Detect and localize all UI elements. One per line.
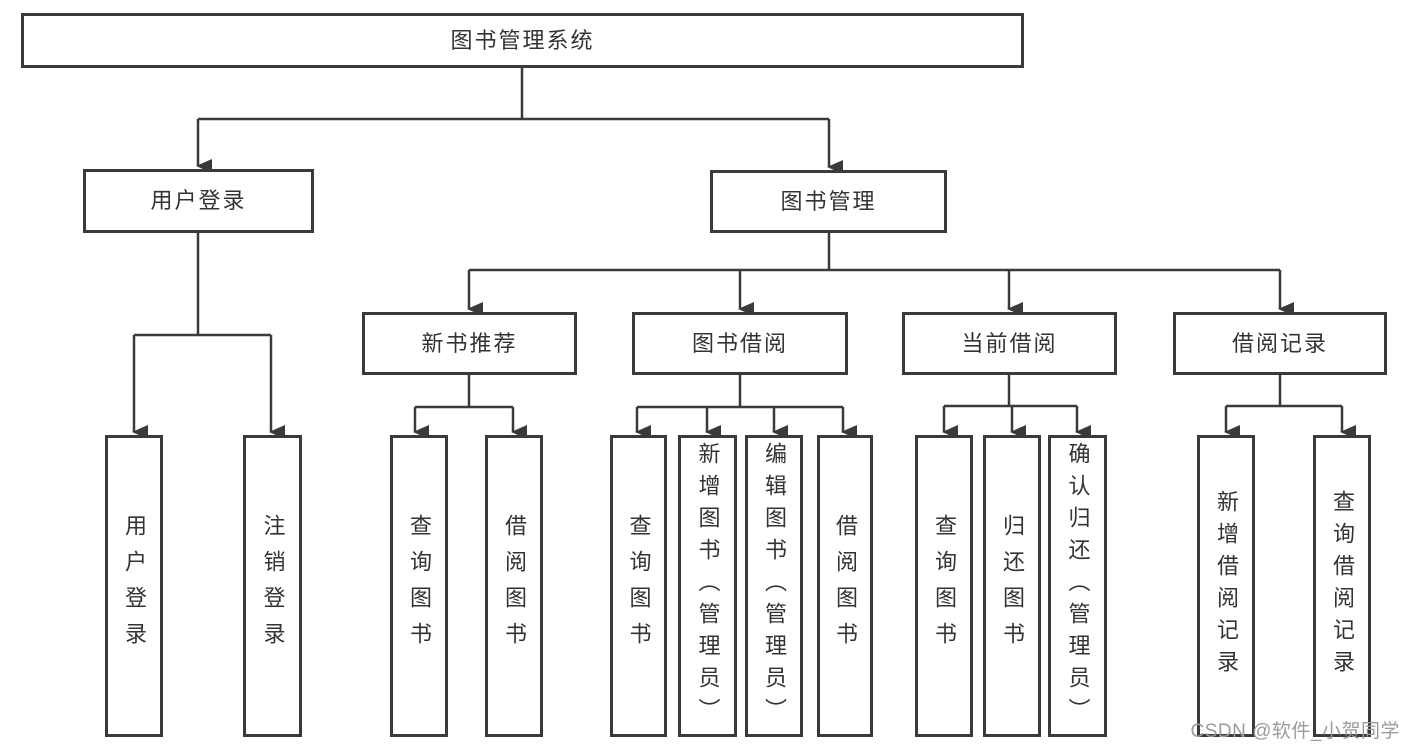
node-label: 归还图书 (1000, 514, 1025, 658)
leaf-borrow-books-recommend: 借阅图书 (485, 435, 543, 737)
leaf-query-borrow-record: 查询借阅记录 (1313, 435, 1371, 737)
node-book-borrowing: 图书借阅 (632, 312, 848, 375)
node-label: 查询图书 (407, 514, 432, 658)
node-user-login: 用户登录 (83, 169, 314, 233)
node-label: 借阅记录 (1231, 330, 1328, 356)
node-current-borrowing: 当前借阅 (902, 312, 1117, 375)
leaf-query-books-borrow: 查询图书 (610, 435, 667, 737)
node-label: 图书管理 (780, 188, 877, 214)
node-label: 用户登录 (150, 188, 247, 213)
node-label: 借阅图书 (833, 514, 858, 658)
node-label: 确认归还（管理员） (1065, 442, 1091, 730)
leaf-add-books-admin: 新增图书（管理员） (678, 435, 737, 737)
leaf-return-books: 归还图书 (983, 435, 1041, 737)
node-label: 新书推荐 (421, 330, 518, 356)
node-label: 新增图书（管理员） (695, 442, 721, 730)
leaf-user-login: 用户登录 (105, 435, 163, 737)
node-label: 注销登录 (260, 514, 286, 658)
node-label: 借阅图书 (502, 514, 527, 658)
node-label: 查询图书 (626, 514, 652, 658)
node-library-management-system: 图书管理系统 (21, 13, 1024, 68)
node-label: 图书借阅 (691, 330, 788, 356)
node-label: 查询借阅记录 (1330, 490, 1355, 682)
leaf-query-books-recommend: 查询图书 (390, 435, 448, 737)
node-borrowing-records: 借阅记录 (1173, 312, 1387, 375)
leaf-query-books-current: 查询图书 (915, 435, 973, 737)
node-label: 当前借阅 (961, 330, 1058, 356)
csdn-watermark: CSDN @软件_小贺同学 (1190, 721, 1400, 742)
node-label: 用户登录 (122, 514, 147, 658)
leaf-logout: 注销登录 (243, 435, 302, 737)
leaf-edit-books-admin: 编辑图书（管理员） (745, 435, 803, 737)
leaf-add-borrow-record: 新增借阅记录 (1197, 435, 1255, 737)
node-label: 图书管理系统 (450, 27, 595, 53)
node-label: 新增借阅记录 (1214, 490, 1239, 682)
node-label: 编辑图书（管理员） (762, 442, 787, 730)
leaf-borrow-books: 借阅图书 (817, 435, 873, 737)
node-label: 查询图书 (932, 514, 957, 658)
node-book-management: 图书管理 (710, 170, 947, 233)
node-new-book-recommendation: 新书推荐 (362, 312, 577, 375)
leaf-confirm-return-admin: 确认归还（管理员） (1048, 435, 1107, 737)
